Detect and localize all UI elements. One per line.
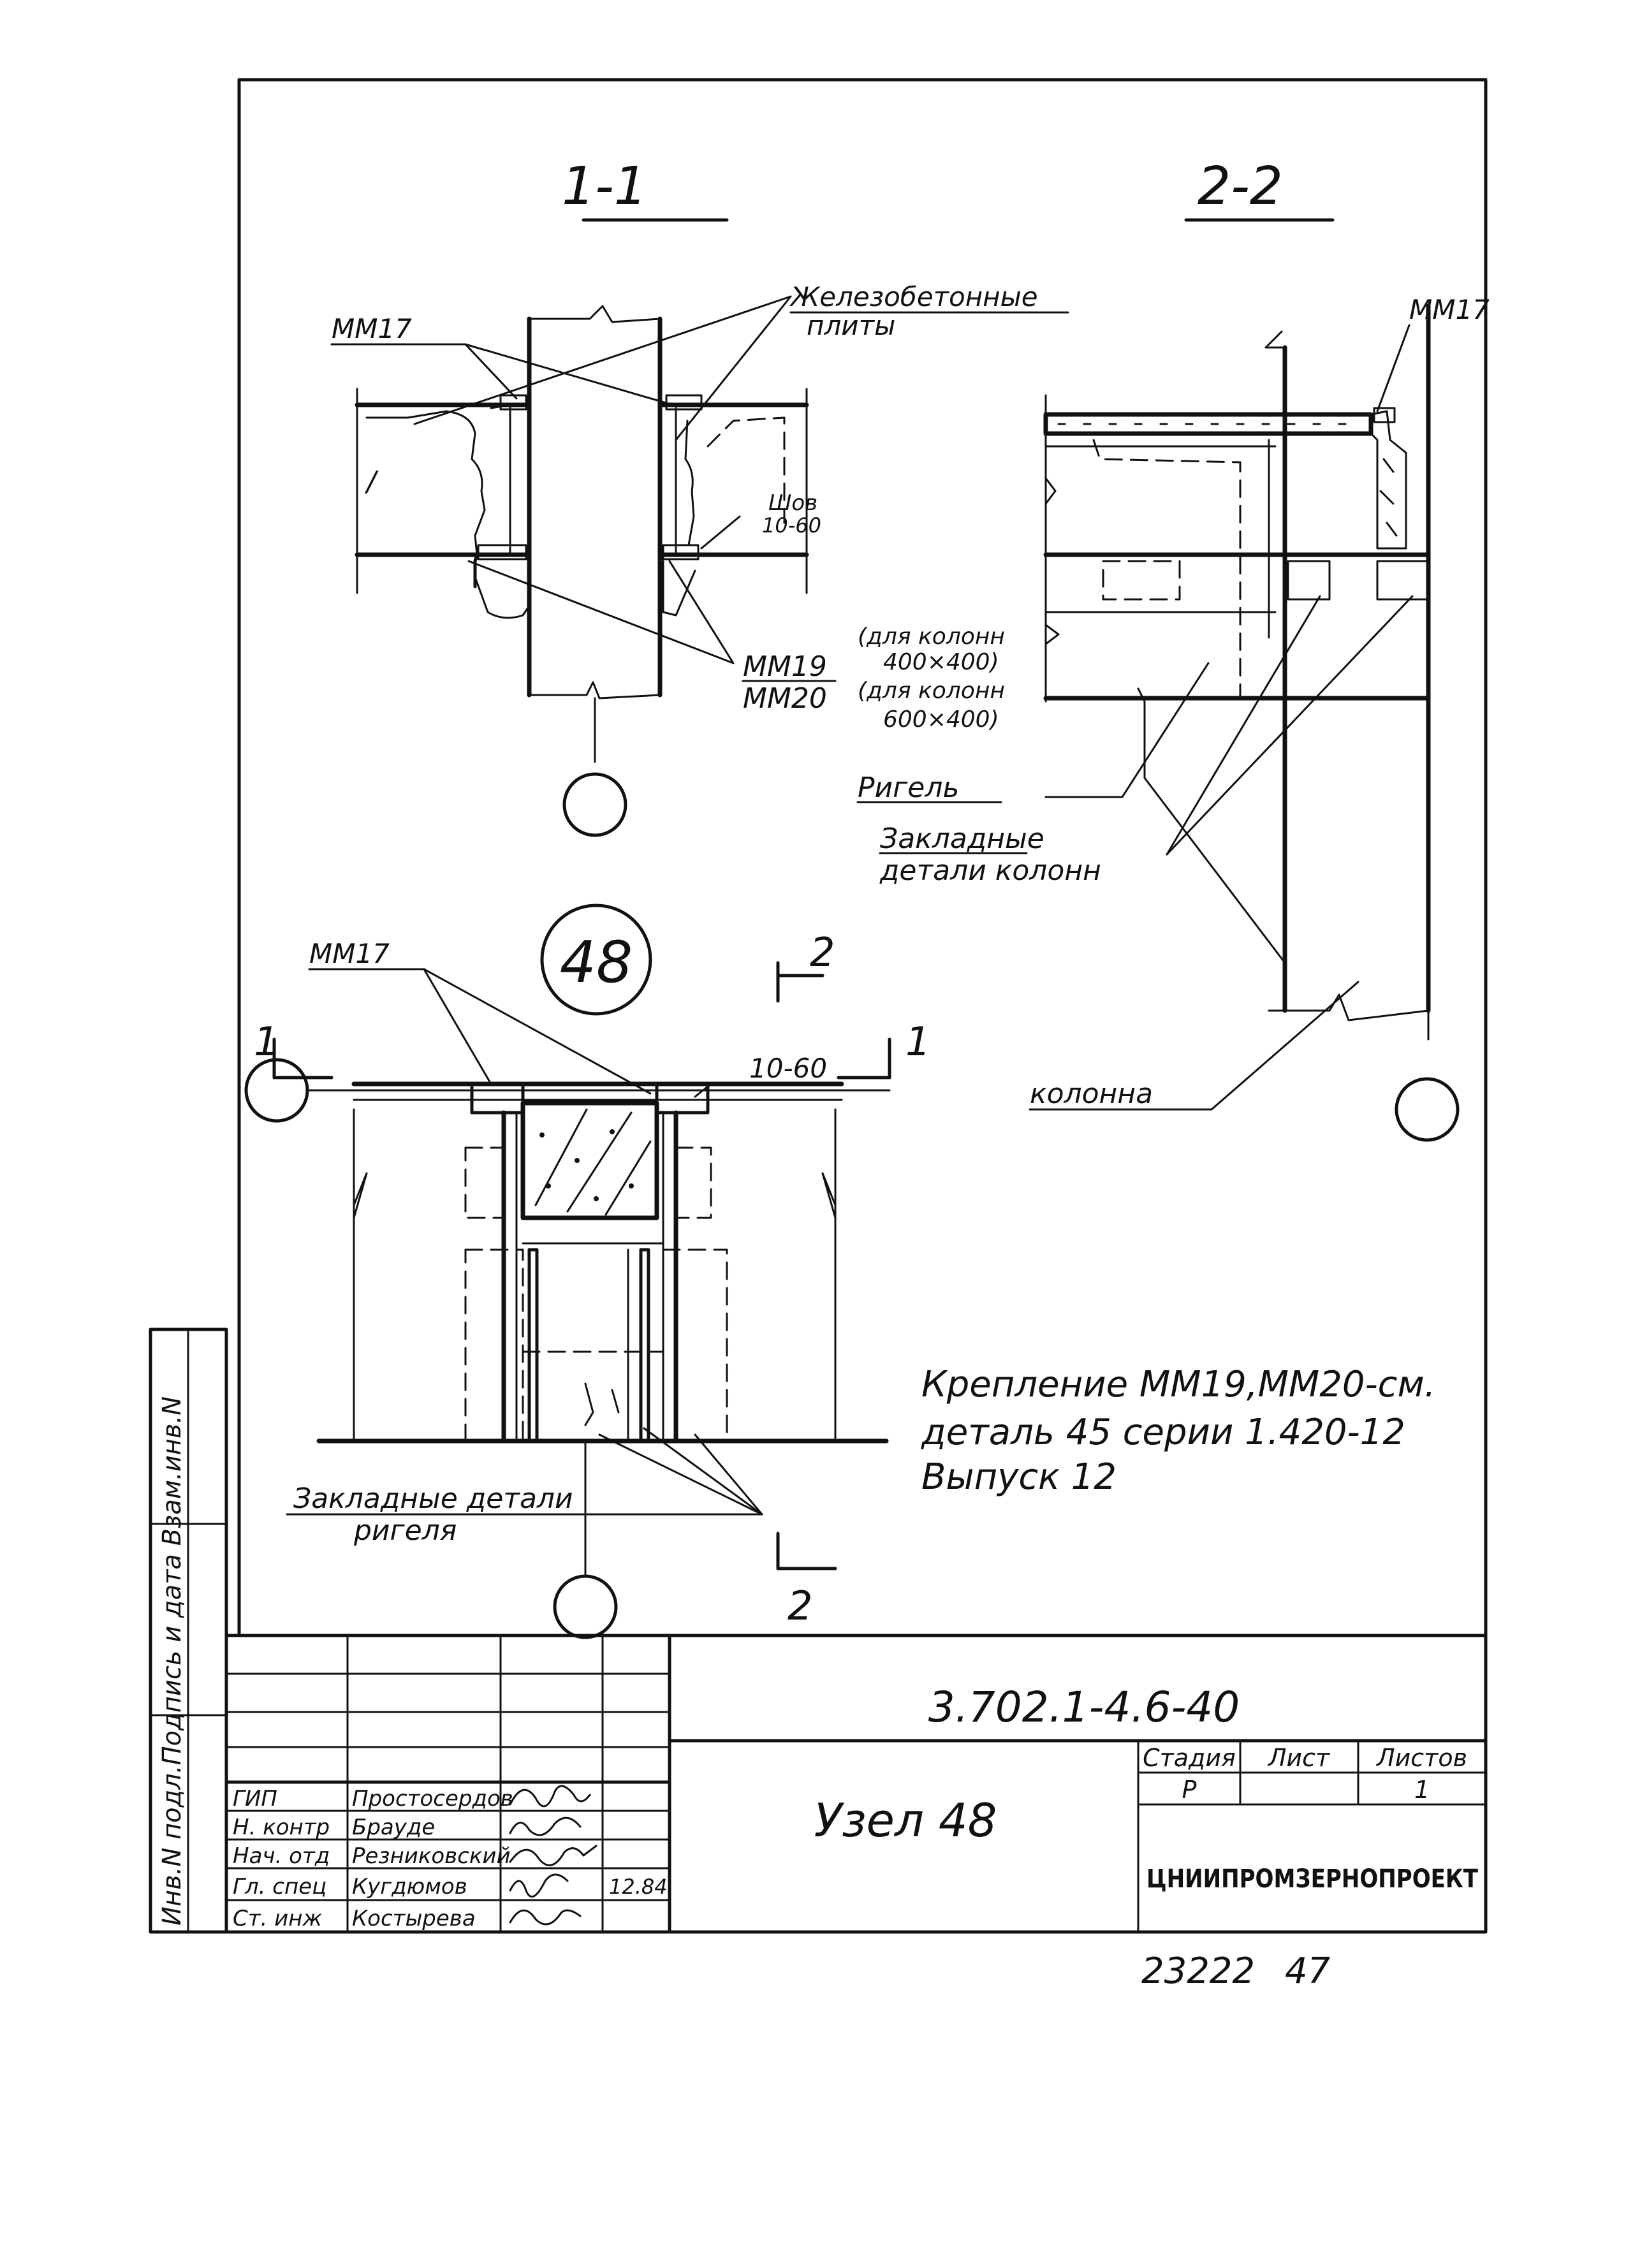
stage-value: Р — [1182, 1776, 1197, 1804]
bottom-numbers: 23222 47 — [1141, 1950, 1331, 1992]
role-2: Нач. отд — [233, 1843, 330, 1869]
role-3: Гл. спец — [233, 1874, 326, 1899]
label-mm17-c: MM17 — [309, 938, 390, 969]
cut-2-top: 2 — [810, 929, 835, 976]
page-number: 47 — [1285, 1950, 1331, 1992]
axis-marker — [244, 1058, 309, 1123]
cut-2-bottom: 2 — [787, 1583, 812, 1629]
fastening-note: Крепление MM19,MM20-см. деталь 45 серии … — [921, 1364, 1436, 1498]
label-kolonna: колонна — [1030, 1078, 1153, 1110]
role-0: ГИП — [233, 1786, 277, 1811]
title-block: 3.702.1-4.6-40 Узел 48 Стадия Лист Листо… — [224, 1634, 1488, 1934]
label-zakl-col-2: детали колонн — [879, 854, 1101, 887]
note-line-1: Крепление MM19,MM20-см. — [921, 1364, 1436, 1405]
side-stamp-text: Инв.N подл.Подпись и дата Взам.инв.N — [157, 1396, 187, 1926]
mm19-mm20-labels: MM19 (для колонн 400×400) MM20 (для коло… — [742, 624, 1005, 733]
label-mm17-a: MM17 — [332, 313, 412, 344]
label-mm19: MM19 — [743, 650, 827, 683]
sheets-value: 1 — [1414, 1776, 1430, 1804]
label-mm19-note-2: 400×400) — [883, 649, 999, 675]
sheets-header: Листов — [1375, 1744, 1467, 1772]
section-2-2: 2-2 MM — [856, 156, 1490, 1142]
organization-name: ЦНИИПРОМЗЕРНОПРОЕКТ — [1146, 1864, 1478, 1894]
label-zakl-rig-2: ригеля — [353, 1514, 457, 1547]
label-shov-1: Шов — [768, 490, 817, 516]
column-section — [520, 1101, 659, 1220]
role-1: Н. контр — [233, 1815, 330, 1840]
label-mm20: MM20 — [743, 682, 827, 715]
name-0: Простосердов — [352, 1786, 513, 1811]
label-rigel: Ригель — [858, 772, 959, 804]
label-zakl-col-1: Закладные — [880, 823, 1044, 855]
axis-marker — [553, 1574, 618, 1639]
label-zhb-2: плиты — [807, 310, 895, 341]
axis-marker — [1395, 1077, 1460, 1142]
name-4: Костырева — [352, 1906, 476, 1931]
name-2: Резниковский — [352, 1843, 511, 1869]
side-stamp: Инв.N подл.Подпись и дата Взам.инв.N — [149, 1328, 228, 1934]
stage-header: Стадия — [1143, 1744, 1236, 1772]
drawing-title: Узел 48 — [814, 1794, 997, 1847]
label-mm20-note-2: 600×400) — [883, 706, 999, 733]
name-1: Брауде — [352, 1815, 435, 1840]
cut-1-right: 1 — [905, 1018, 930, 1065]
role-4: Ст. инж — [233, 1906, 322, 1931]
label-mm19-note-1: (для колонн — [858, 624, 1005, 650]
svg-text:/: / — [364, 465, 379, 498]
date: 12.84 — [609, 1875, 668, 1899]
doc-code: 3.702.1-4.6-40 — [928, 1683, 1240, 1732]
note-line-3: Выпуск 12 — [921, 1456, 1117, 1498]
archive-number: 23222 — [1141, 1950, 1255, 1992]
node-number: 48 — [560, 929, 633, 996]
label-mm17-b: MM17 — [1409, 294, 1490, 325]
label-mm20-note-1: (для колонн — [858, 678, 1005, 704]
label-gap: 10-60 — [749, 1053, 827, 1084]
label-shov-2: 10-60 — [762, 513, 821, 538]
sheet-header: Лист — [1267, 1744, 1331, 1772]
cut-1-left: 1 — [254, 1018, 279, 1065]
node-number-circle — [540, 904, 652, 1016]
section-1-1-title: 1-1 — [562, 156, 647, 217]
axis-marker — [562, 772, 627, 837]
label-zakl-rig-1: Закладные детали — [293, 1482, 573, 1515]
section-1-1: 1-1 / — [330, 156, 1069, 837]
signatures — [509, 1785, 597, 1926]
section-2-2-title: 2-2 — [1198, 156, 1283, 217]
sheet-frame — [237, 78, 1488, 1637]
name-3: Кугдюмов — [352, 1874, 467, 1899]
plan-view: 48 1 1 2 2 — [244, 904, 930, 1639]
label-zhb-1: Железобетонные — [789, 281, 1038, 312]
note-line-2: деталь 45 серии 1.420-12 — [921, 1412, 1405, 1453]
